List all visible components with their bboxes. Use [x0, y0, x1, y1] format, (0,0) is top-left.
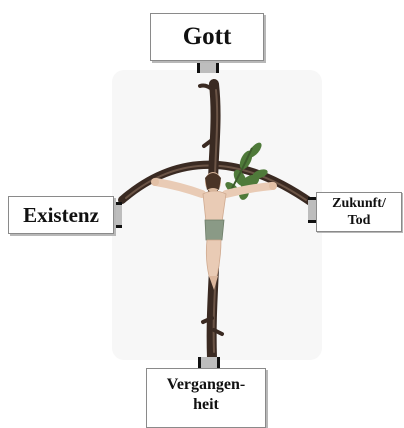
loincloth: [205, 220, 224, 240]
corpus-figure: [151, 172, 277, 290]
label-box-bottom: Vergangen- heit: [146, 368, 266, 428]
label-box-top: Gott: [150, 13, 264, 61]
label-top-text: Gott: [183, 23, 232, 51]
label-bottom-text-line2: heit: [167, 395, 246, 415]
top-twig: [200, 86, 213, 91]
left-hand: [151, 178, 159, 186]
hair: [205, 173, 221, 190]
right-hand: [269, 182, 277, 190]
connector-bottom: [198, 357, 220, 368]
label-right-text-line2: Tod: [332, 212, 386, 229]
connector-top: [197, 61, 219, 73]
diagram: Gott Existenz Zukunft/ Tod Vergangen- he…: [0, 0, 404, 410]
label-right-text-line1: Zukunft/: [332, 195, 386, 212]
label-left-text: Existenz: [23, 203, 99, 228]
label-box-left: Existenz: [8, 196, 114, 234]
label-bottom-text-line1: Vergangen-: [167, 375, 246, 395]
label-box-right: Zukunft/ Tod: [316, 192, 402, 232]
connector-left: [113, 202, 122, 228]
torso: [203, 191, 226, 224]
left-arm: [156, 182, 202, 194]
